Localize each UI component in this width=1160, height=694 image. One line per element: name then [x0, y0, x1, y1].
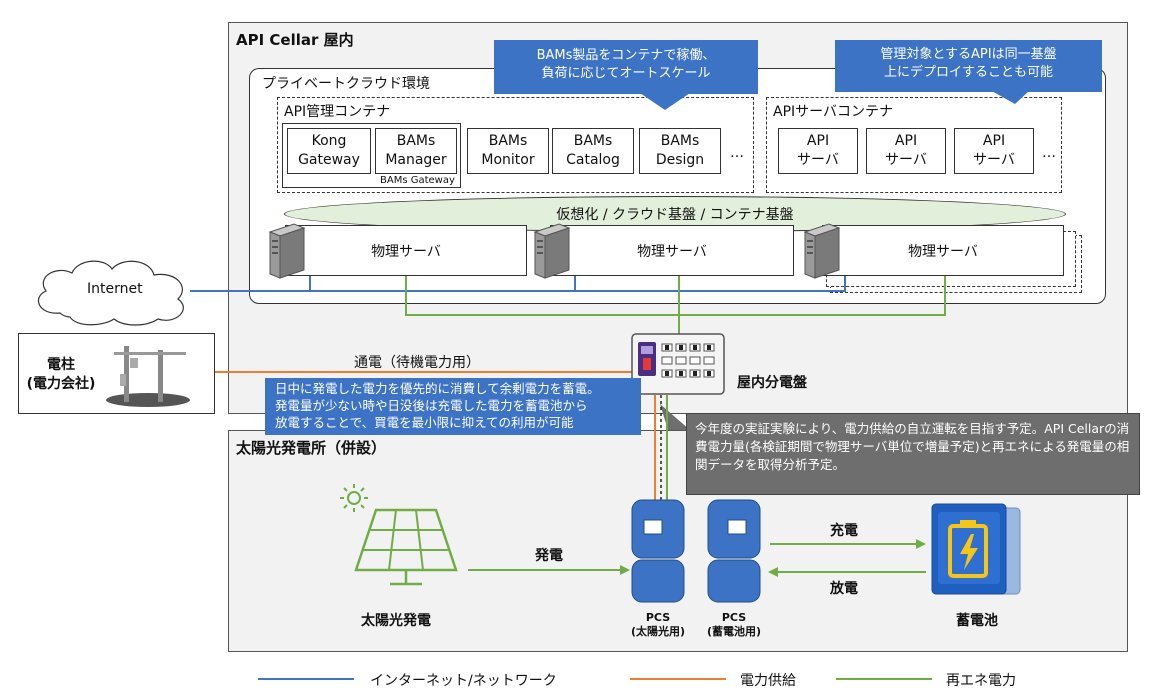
pcs-battery-icon	[707, 499, 761, 603]
api-mgmt-ellipsis: …	[730, 145, 744, 161]
battery-label: 蓄電池	[956, 613, 998, 629]
bams-catalog-line2: Catalog	[566, 152, 620, 168]
bams-design-box: BAMs Design	[639, 128, 721, 174]
callout-api-same-base-line1: 管理対象とするAPIは同一基盤	[880, 47, 1057, 62]
bams-manager-box: BAMs Manager	[375, 128, 457, 174]
callout-solar-usage-line2: 発電量が少ない時や日没後は充電した電力を蓄電池から	[275, 398, 588, 413]
bams-catalog-box: BAMs Catalog	[552, 128, 634, 174]
bams-manager-line2: Manager	[385, 152, 447, 168]
kong-gateway-box: Kong Gateway	[287, 128, 371, 174]
solar-power-label: 太陽光発電	[361, 613, 431, 629]
private-cloud-title: プライベートクラウド環境	[262, 76, 430, 92]
legend-renewable-line	[836, 678, 932, 680]
virtualization-label: 仮想化 / クラウド基盤 / コンテナ基盤	[556, 207, 794, 223]
pcs-solar-line1: PCS	[645, 611, 671, 624]
bams-catalog-line1: BAMs	[573, 133, 613, 149]
api-mgmt-container-title: API管理コンテナ	[284, 104, 391, 120]
pole-label-line1: 電柱	[47, 357, 75, 373]
pcs-solar-icon	[631, 499, 685, 603]
physical-server-1: 物理サーバ	[285, 225, 527, 276]
pole-label-line2: (電力会社)	[26, 376, 96, 392]
distribution-board-label: 屋内分電盤	[737, 375, 807, 391]
callout-bams-scale-line2: 負荷に応じてオートスケール	[541, 66, 711, 81]
pole-label: 電柱 (電力会社)	[24, 356, 98, 394]
battery-icon	[931, 503, 1021, 595]
solar-region-title: 太陽光発電所（併設）	[236, 439, 387, 457]
callout-api-same-base-line2: 上にデプロイすることも可能	[883, 65, 1053, 80]
bams-monitor-line2: Monitor	[481, 152, 535, 168]
physical-server-2: 物理サーバ	[550, 225, 794, 276]
standby-power-label: 通電（待機電力用）	[354, 355, 480, 371]
future-plan-note: 今年度の実証実験により、電力供給の自立運転を目指す予定。API Cellarの消…	[686, 413, 1140, 495]
bams-monitor-box: BAMs Monitor	[467, 128, 549, 174]
pcs-battery-line2: (蓄電池用)	[706, 625, 762, 638]
kong-line2: Gateway	[298, 152, 360, 168]
api-server-1-line1: API	[806, 133, 830, 149]
internet-cloud-icon	[37, 260, 184, 326]
physical-server-3-label: 物理サーバ	[908, 243, 978, 260]
legend-power-label: 電力供給	[740, 673, 796, 689]
physical-server-1-label: 物理サーバ	[371, 243, 441, 260]
solar-panel-icon	[340, 484, 458, 586]
pcs-solar-line2: (太陽光用)	[630, 625, 686, 638]
physical-server-2-label: 物理サーバ	[637, 243, 707, 260]
callout-solar-usage-line3: 放電することで、買電を最小限に抑えての利用が可能	[275, 415, 574, 430]
api-server-container-title: APIサーバコンテナ	[773, 104, 894, 120]
utility-pole-icon	[106, 346, 190, 407]
bams-design-line2: Design	[655, 152, 705, 168]
api-server-3-line1: API	[982, 133, 1006, 149]
callout-solar-usage: 日中に発電した電力を優先的に消費して余剰電力を蓄電。 発電量が少ない時や日没後は…	[265, 378, 641, 435]
api-server-box-1: API サーバ	[778, 128, 858, 174]
callout-bams-scale-line1: BAMs製品をコンテナで稼働、	[536, 48, 716, 63]
charge-label: 充電	[830, 523, 858, 539]
legend-renewable-label: 再エネ電力	[946, 673, 1016, 689]
api-server-box-3: API サーバ	[954, 128, 1034, 174]
bams-manager-line1: BAMs	[396, 133, 436, 149]
legend-network-line	[258, 678, 354, 680]
bams-gateway-label: BAMs Gateway	[380, 175, 455, 186]
discharge-label: 放電	[830, 581, 858, 597]
bams-design-line1: BAMs	[660, 133, 700, 149]
callout-solar-usage-line1: 日中に発電した電力を優先的に消費して余剰電力を蓄電。	[275, 381, 600, 396]
pcs-solar-label: PCS (太陽光用)	[620, 611, 696, 639]
api-server-box-2: API サーバ	[866, 128, 946, 174]
server-icon-1	[268, 223, 306, 279]
physical-server-3: 物理サーバ	[822, 225, 1064, 276]
server-icon-3	[803, 223, 841, 279]
bams-monitor-line1: BAMs	[488, 133, 528, 149]
internet-label: Internet	[87, 281, 143, 297]
legend-power-line	[630, 678, 726, 680]
legend-network-label: インターネット/ネットワーク	[370, 673, 557, 689]
api-server-2-line1: API	[894, 133, 918, 149]
api-server-2-line2: サーバ	[885, 152, 927, 168]
server-icon-2	[533, 223, 571, 279]
api-server-ellipsis: …	[1042, 145, 1056, 161]
pcs-battery-line1: PCS	[721, 611, 747, 624]
api-server-1-line2: サーバ	[797, 152, 839, 168]
api-server-3-line2: サーバ	[973, 152, 1015, 168]
indoor-region-title: API Cellar 屋内	[236, 31, 354, 49]
callout-api-same-base: 管理対象とするAPIは同一基盤 上にデプロイすることも可能	[835, 40, 1102, 92]
callout-bams-scale: BAMs製品をコンテナで稼働、 負荷に応じてオートスケール	[494, 40, 758, 94]
kong-line1: Kong	[311, 133, 347, 149]
pcs-battery-label: PCS (蓄電池用)	[696, 611, 772, 639]
distribution-board-icon	[631, 333, 725, 395]
generation-label: 発電	[535, 548, 563, 564]
